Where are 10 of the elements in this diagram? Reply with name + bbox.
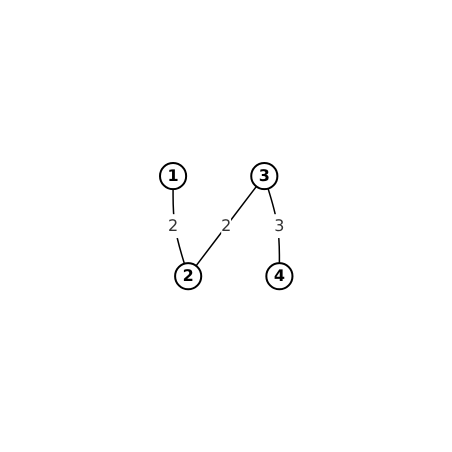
edge-label: 2 <box>220 216 232 235</box>
connector <box>267 188 280 263</box>
connector <box>195 186 257 266</box>
edge-label: 3 <box>274 216 284 235</box>
edge-label: 2 <box>168 216 178 235</box>
node-circle: 1 <box>158 162 187 190</box>
node-circle: 3 <box>250 162 278 190</box>
connector <box>172 189 185 264</box>
node-circle: 2 <box>174 262 202 290</box>
node-circle: 4 <box>265 262 294 290</box>
